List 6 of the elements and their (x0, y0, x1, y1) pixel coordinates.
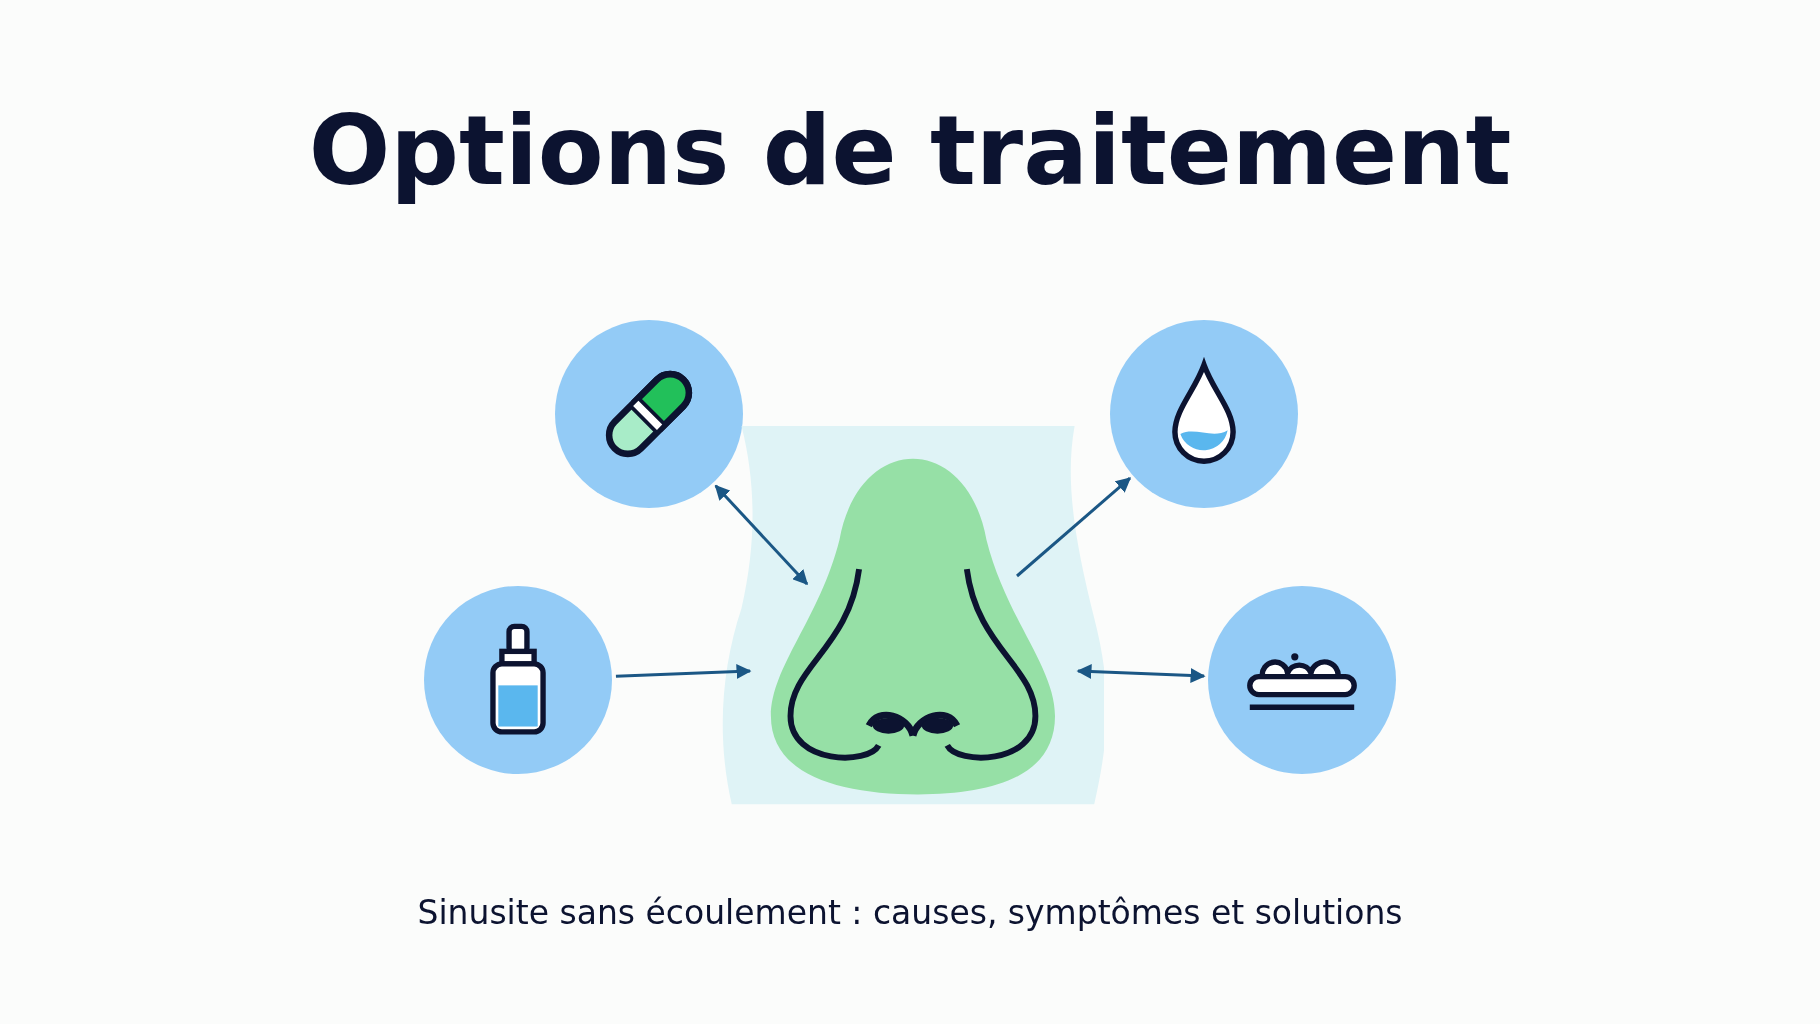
arrow (1016, 477, 1132, 578)
caption: Sinusite sans écoulement : causes, symptômes et solutions (416, 893, 1404, 932)
arrow (1076, 664, 1206, 683)
arrow (615, 664, 752, 679)
title: Options de traitement (307, 95, 1513, 207)
arrow (714, 484, 809, 586)
